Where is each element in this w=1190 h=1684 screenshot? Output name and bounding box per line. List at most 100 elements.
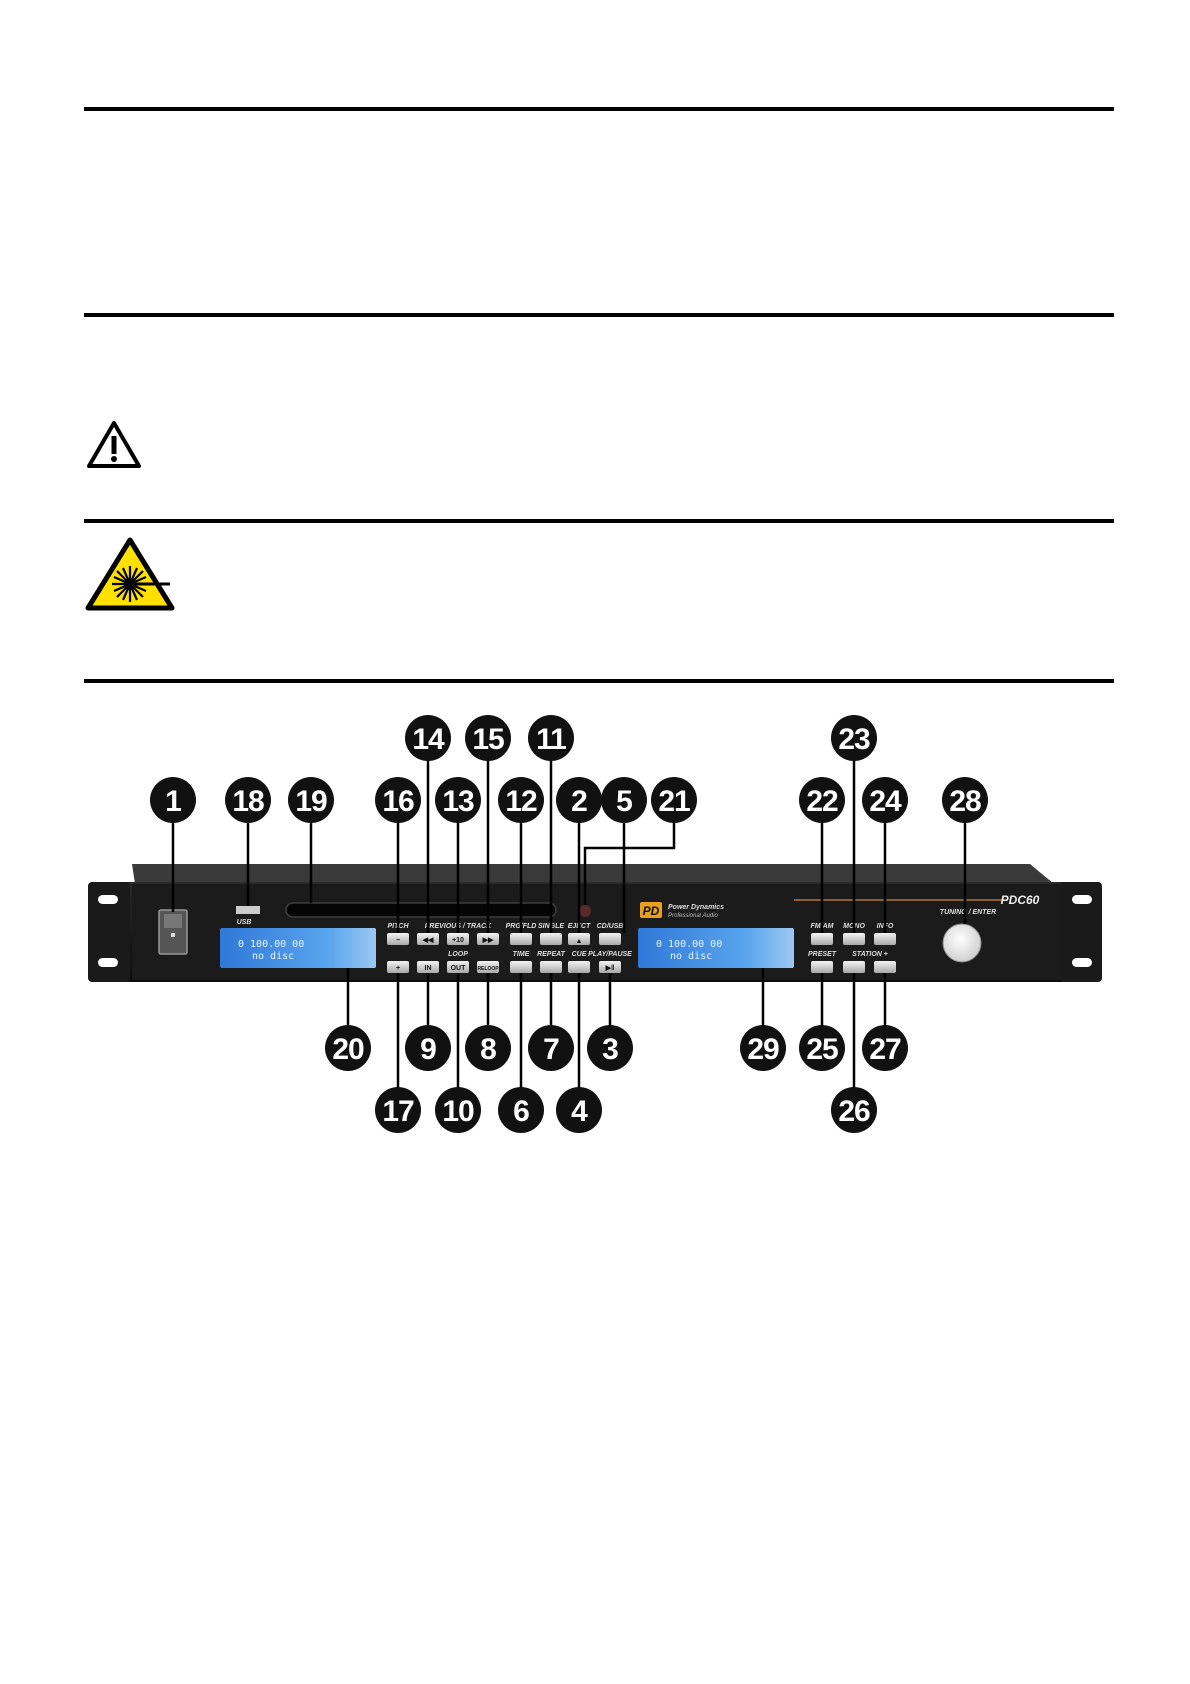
svg-text:25: 25 (806, 1033, 838, 1066)
next-track-button[interactable] (477, 933, 499, 945)
svg-text:12: 12 (505, 785, 537, 818)
fm-am-button[interactable] (811, 933, 833, 945)
single-button[interactable] (540, 933, 562, 945)
label-play-pause: PLAY/PAUSE (588, 951, 632, 958)
callout-6: 6 (498, 1087, 544, 1133)
svg-text:RELOOP: RELOOP (477, 966, 499, 972)
section-rule-1 (84, 107, 1114, 111)
callout-3: 3 (587, 1025, 633, 1071)
repeat-button[interactable] (540, 961, 562, 973)
svg-text:21: 21 (658, 785, 690, 818)
label-knob: TUNING / ENTER (940, 909, 996, 916)
svg-text:23: 23 (838, 723, 870, 756)
tuning-enter-knob[interactable] (942, 923, 982, 963)
svg-text:20: 20 (332, 1033, 364, 1066)
callout-9: 9 (405, 1025, 451, 1071)
callout-29: 29 (740, 1025, 786, 1071)
svg-text:19: 19 (295, 785, 327, 818)
cd-usb-button[interactable] (599, 933, 621, 945)
callout-22: 22 (799, 777, 845, 823)
brand-tagline: Professional Audio (668, 913, 718, 919)
lcd-right-line2: no disc (670, 951, 712, 962)
lcd-right-line1: 0 100.00 00 (656, 939, 722, 950)
svg-text:17: 17 (382, 1095, 414, 1128)
svg-text:26: 26 (838, 1095, 870, 1128)
loop-out-button[interactable] (447, 961, 469, 973)
usb-port[interactable] (236, 906, 260, 914)
svg-text:22: 22 (806, 785, 838, 818)
device-top-lid (132, 864, 1054, 884)
svg-text:+10: +10 (452, 937, 464, 944)
reloop-button[interactable] (477, 961, 499, 973)
label-preset: PRESET (808, 951, 837, 958)
rack-ear-right (1060, 882, 1102, 982)
callout-16: 16 (375, 777, 421, 823)
cd-slot (285, 902, 557, 918)
previous-track-button[interactable] (417, 933, 439, 945)
rack-hole (98, 958, 118, 967)
lcd-left-line1: 0 100.00 00 (238, 939, 304, 950)
rack-hole (1072, 895, 1092, 904)
svg-text:1: 1 (165, 785, 181, 818)
caution-triangle-icon (87, 421, 141, 468)
info-button[interactable] (874, 933, 896, 945)
brand-name: Power Dynamics (668, 904, 724, 911)
cue-button[interactable] (568, 961, 590, 973)
callout-10: 10 (435, 1087, 481, 1133)
callout-20: 20 (325, 1025, 371, 1071)
svg-text:11: 11 (536, 723, 566, 756)
rack-hole (98, 895, 118, 904)
section-rule-4 (84, 679, 1114, 683)
bottom-button-row: + IN OUT RELOOP ▶‖ (387, 961, 621, 973)
svg-text:3: 3 (602, 1033, 618, 1066)
loop-in-button[interactable] (417, 961, 439, 973)
eject-button[interactable] (568, 933, 590, 945)
station-minus-button[interactable] (843, 961, 865, 973)
ir-sensor (579, 905, 591, 917)
svg-text:24: 24 (869, 785, 902, 818)
play-pause-button[interactable] (599, 961, 621, 973)
callout-28: 28 (942, 777, 988, 823)
svg-text:▶▶: ▶▶ (482, 937, 494, 944)
callout-7: 7 (528, 1025, 574, 1071)
program-folder-button[interactable] (510, 933, 532, 945)
brand-logo (640, 902, 662, 918)
callout-24: 24 (862, 777, 908, 823)
pitch-minus-button[interactable] (387, 933, 409, 945)
svg-text:16: 16 (382, 785, 414, 818)
svg-text:15: 15 (472, 723, 504, 756)
svg-text:OUT: OUT (451, 965, 467, 972)
svg-text:9: 9 (420, 1033, 436, 1066)
svg-text:6: 6 (513, 1095, 529, 1128)
svg-text:2: 2 (571, 785, 587, 818)
station-plus-button[interactable] (874, 961, 896, 973)
label-repeat: REPEAT (537, 951, 566, 958)
callout-21: 21 (651, 777, 697, 823)
label-cd-usb: CD/USB (597, 923, 624, 930)
svg-text:14: 14 (412, 723, 445, 756)
svg-text:7: 7 (543, 1033, 559, 1066)
plus10-button[interactable] (447, 933, 469, 945)
callout-18: 18 (225, 777, 271, 823)
callout-12: 12 (498, 777, 544, 823)
svg-text:−: − (396, 937, 400, 944)
svg-text:18: 18 (232, 785, 264, 818)
svg-text:▲: ▲ (576, 938, 583, 945)
tuner-buttons (811, 933, 896, 973)
rack-hole (1072, 958, 1092, 967)
label-cue: CUE (572, 951, 587, 958)
top-button-row: − ◀◀ +10 ▶▶ ▲ (387, 905, 621, 945)
callout-5: 5 (601, 777, 647, 823)
model-name: PDC60 (1001, 893, 1040, 907)
pitch-plus-button[interactable] (387, 961, 409, 973)
svg-text:IN: IN (425, 965, 432, 972)
callout-1: 1 (150, 777, 196, 823)
label-station: STATION + (852, 951, 888, 958)
preset-button[interactable] (811, 961, 833, 973)
time-button[interactable] (510, 961, 532, 973)
callout-13: 13 (435, 777, 481, 823)
lcd-display-right (638, 928, 794, 968)
mono-button[interactable] (843, 933, 865, 945)
device-front-panel-diagram: USB 0 100.00 00 no disc 0 100.00 00 no d… (88, 715, 1102, 1133)
svg-text:▶‖: ▶‖ (605, 965, 615, 972)
